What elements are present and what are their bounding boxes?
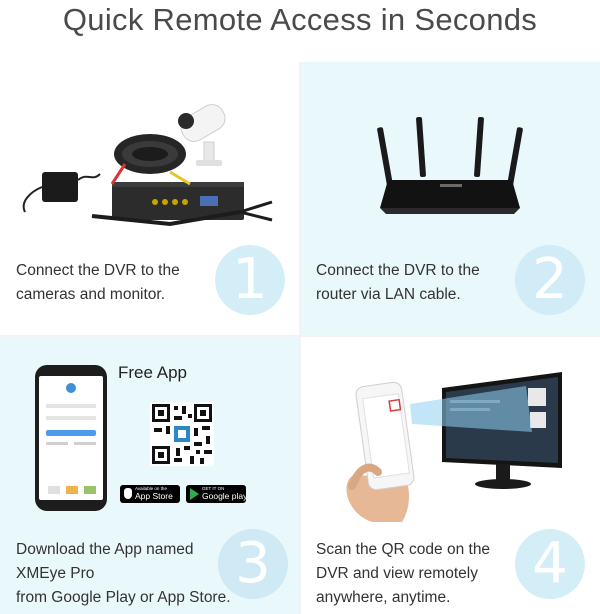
google-play-badge[interactable]: GET IT ON Google play [186,485,247,503]
step-2-description: Connect the DVR to the router via LAN ca… [316,262,480,303]
step-2-panel: Connect the DVR to the router via LAN ca… [300,62,600,335]
phone-app-illustration [35,365,107,511]
router-illustration [377,116,523,214]
apple-icon [124,488,132,499]
step-1-panel: Connect the DVR to the cameras and monit… [0,62,300,335]
step-2-number: 2 [515,245,585,315]
step-4-panel: Scan the QR code on the DVR and view rem… [300,336,600,614]
horizontal-divider [0,335,600,337]
step-1-number: 1 [215,245,285,315]
vertical-divider [299,62,301,614]
step-3-panel: Free App Available on the App Store GET … [0,336,300,614]
free-app-label: Free App [118,363,187,382]
step-4-description: Scan the QR code on the DVR and view rem… [316,541,491,606]
qr-code-icon [150,402,214,466]
google-play-icon [190,488,199,500]
app-store-badge[interactable]: Available on the App Store [120,485,180,503]
step-4-number: 4 [515,529,585,599]
page-title: Quick Remote Access in Seconds [62,2,538,37]
step-3-description: Download the App named XMEye Pro from Go… [16,541,231,606]
step-3-number: 3 [218,529,288,599]
dvr-kit-illustration [22,104,273,227]
step-1-description: Connect the DVR to the cameras and monit… [16,262,180,303]
scan-qr-illustration [346,372,562,522]
